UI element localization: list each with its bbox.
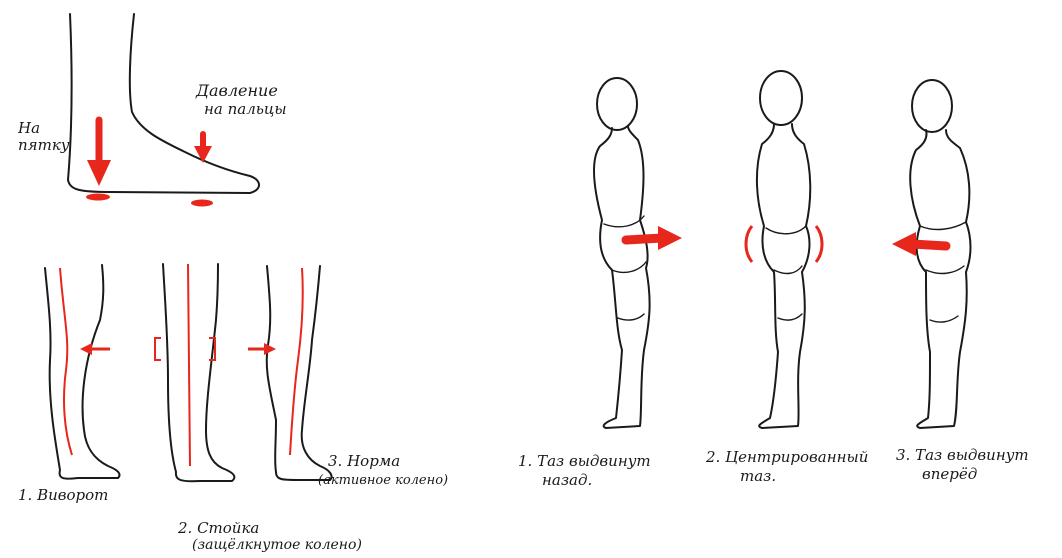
figure-3-drawing [910, 80, 970, 428]
bracket-icon [746, 226, 822, 262]
heel-label-line-2: пятку [18, 137, 69, 154]
toes-label-line-1: Давление [196, 82, 287, 100]
figure-3-label: 3. Таз выдвинут вперёд [896, 446, 1029, 484]
leg-3-drawing [267, 266, 332, 480]
figure-1-label: 1. Таз выдвинут назад. [518, 452, 651, 490]
bracket-icon [155, 338, 215, 360]
figure-2-label-line-2: таз. [706, 467, 868, 486]
toes-label: Давление на пальцы [196, 82, 287, 118]
leg-3-label-line-1: 3. Норма [318, 452, 448, 471]
arrow-left-icon [892, 232, 946, 256]
leg-3-label: 3. Норма (активное колено) [318, 452, 448, 490]
leg-2-label-line-1: 2. Стойка [178, 520, 362, 537]
arrow-down-icon [87, 120, 111, 186]
figure-1-drawing [594, 78, 650, 428]
figure-3-label-line-1: 3. Таз выдвинут [896, 446, 1029, 465]
leg-2-drawing [163, 264, 234, 481]
figure-1-label-line-1: 1. Таз выдвинут [518, 452, 651, 471]
toes-label-line-2: на пальцы [196, 100, 287, 118]
figure-2-label-line-1: 2. Центрированный [706, 448, 868, 467]
leg-3-label-line-2: (активное колено) [318, 471, 448, 490]
leg-2-label: 2. Стойка (защёлкнутое колено) [178, 520, 362, 554]
heel-label: На пятку [18, 120, 69, 154]
heel-label-line-1: На [18, 120, 69, 137]
figure-3-label-line-2: вперёд [896, 465, 1029, 484]
figure-2-label: 2. Центрированный таз. [706, 448, 868, 486]
arrow-right-icon [248, 343, 276, 355]
leg-1-label: 1. Виворот [18, 486, 108, 504]
arrow-left-icon [80, 343, 110, 355]
toes-pressure-mark [191, 200, 213, 207]
figure-1-label-line-2: назад. [518, 471, 651, 490]
leg-2-label-line-2: (защёлкнутое колено) [178, 537, 362, 554]
leg-1-drawing [45, 265, 120, 479]
figure-2-drawing [757, 71, 810, 428]
heel-pressure-mark [86, 194, 110, 201]
arrow-right-icon [626, 226, 682, 250]
